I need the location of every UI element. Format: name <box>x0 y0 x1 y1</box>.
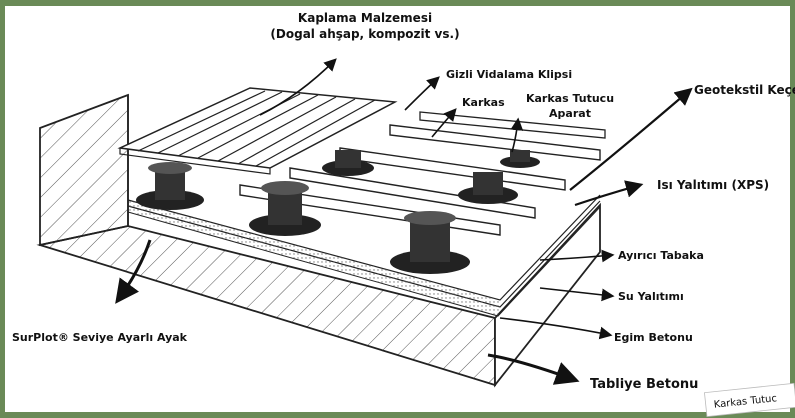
decking-boards <box>117 87 398 175</box>
arrow-su <box>539 287 615 302</box>
arrow-klips <box>404 76 440 111</box>
arrow-karkas <box>431 108 457 138</box>
pedestal-4 <box>322 150 374 176</box>
arrow-isi <box>574 180 644 207</box>
label-su-yalitimi: Su Yalıtımı <box>618 290 684 303</box>
label-geotekstil: Geotekstil Keçe <box>694 83 795 97</box>
pedestal-2 <box>249 181 321 236</box>
label-tabliye-betonu: Tabliye Betonu <box>590 377 698 392</box>
labels: Kaplama Malzemesi (Dogal ahşap, kompozit… <box>12 11 795 418</box>
label-kaplama-sub: (Dogal ahşap, kompozit vs.) <box>270 27 459 41</box>
pedestal-1 <box>136 162 204 210</box>
label-karkas: Karkas <box>462 96 505 109</box>
leader-arrows <box>115 58 693 385</box>
arrow-ayirici <box>539 249 615 263</box>
pedestal-5 <box>458 172 518 204</box>
pedestals <box>136 150 540 274</box>
pedestal-6 <box>500 150 540 168</box>
label-karkas-tutucu-2: Aparat <box>549 107 591 120</box>
arrow-surplot <box>115 239 152 304</box>
label-karkas-tutucu-1: Karkas Tutucu <box>526 92 614 105</box>
arrow-kaplama <box>259 58 337 116</box>
pedestal-3 <box>390 211 470 274</box>
label-kaplama-title: Kaplama Malzemesi <box>298 11 432 25</box>
arrow-karkas-tutucu <box>510 117 524 153</box>
label-isi-yalitimi: Isı Yalıtımı (XPS) <box>657 178 769 192</box>
label-ayirici: Ayırıcı Tabaka <box>618 249 704 262</box>
label-gizli-klips: Gizli Vidalama Klipsi <box>446 68 572 81</box>
label-egim-betonu: Egim Betonu <box>614 331 693 344</box>
concrete-block <box>36 93 601 388</box>
arrow-geotekstil <box>569 87 693 191</box>
arrow-egim <box>499 317 613 340</box>
joists <box>239 111 606 236</box>
label-surplot: SurPlot® Seviye Ayarlı Ayak <box>12 331 188 344</box>
arrow-tabliye <box>487 353 580 385</box>
